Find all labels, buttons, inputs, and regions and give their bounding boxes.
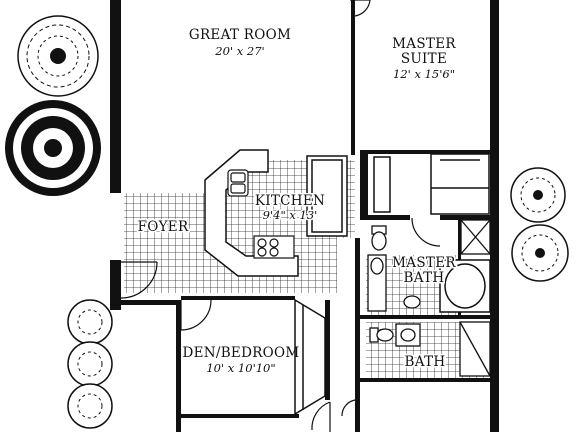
toilet-icon <box>369 327 394 343</box>
tree-icon <box>17 15 99 97</box>
closet <box>294 298 326 416</box>
master-bath-label-line2: BATH <box>404 270 445 286</box>
shrub-icon <box>511 224 569 282</box>
tub-icon <box>439 259 491 313</box>
bath-label: BATH <box>405 354 446 370</box>
sink-icon <box>367 254 421 312</box>
walls <box>110 0 499 432</box>
shrub-icon <box>67 383 113 429</box>
door-swing-icon <box>311 399 356 432</box>
foyer-label: FOYER <box>138 219 189 235</box>
great-room-label: GREAT ROOM <box>189 27 291 43</box>
master-suite-label-line2: SUITE <box>401 51 447 67</box>
kitchen-label: KITCHEN <box>255 193 325 209</box>
shower <box>460 219 491 255</box>
master-bath-label-line1: MASTER <box>392 255 456 271</box>
great-room-dimensions: 20' x 27' <box>214 44 264 58</box>
door-swing-icon <box>180 299 212 331</box>
kitchen-dimensions: 9'4" x 13' <box>263 208 318 222</box>
master-suite-label-line1: MASTER <box>392 36 456 52</box>
sink-icon <box>395 323 421 347</box>
shrub-icon <box>67 341 113 387</box>
shrub-icon <box>67 299 113 345</box>
range-icon <box>253 235 295 259</box>
tree-icon <box>5 100 101 196</box>
closet <box>373 153 490 215</box>
door-swing-icon <box>350 0 371 17</box>
sink-icon <box>227 169 249 197</box>
door-swing-icon <box>120 261 158 299</box>
toilet-icon <box>371 225 387 251</box>
den-bedroom-dimensions: 10' x 10'10" <box>206 361 275 375</box>
master-suite-dimensions: 12' x 15'6" <box>393 67 455 81</box>
shrub-icon <box>510 167 566 223</box>
den-bedroom-label: DEN/BEDROOM <box>182 345 299 361</box>
door-swing-icon <box>411 217 441 247</box>
shower <box>459 321 491 377</box>
